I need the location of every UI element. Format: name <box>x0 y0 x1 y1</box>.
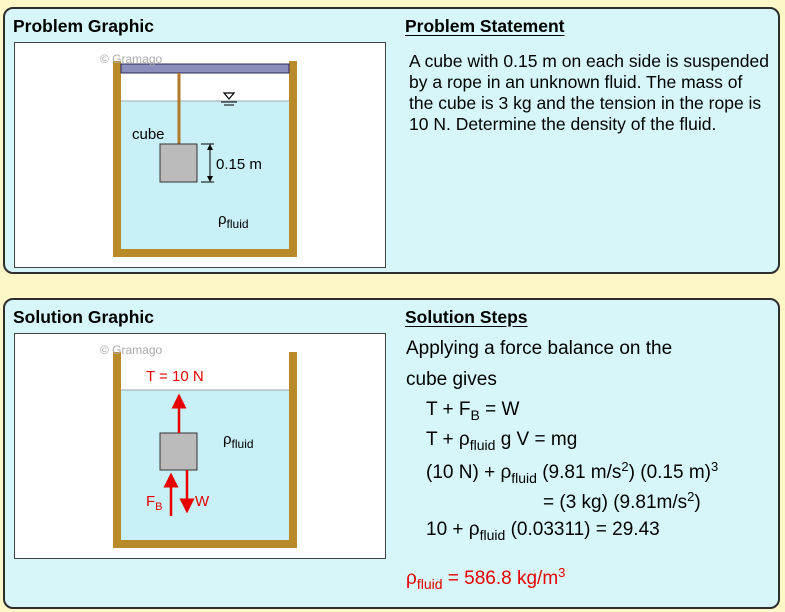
problem-statement: A cube with 0.15 m on each side is suspe… <box>409 51 769 134</box>
equation-1: T + FB = W <box>426 399 520 423</box>
cube <box>159 143 198 183</box>
problem-graphic: © Gramago cube 0.15 m ρfluid <box>14 42 386 268</box>
problem-diagram: © Gramago cube 0.15 m ρfluid <box>100 52 297 257</box>
solution-steps-title: Solution Steps <box>405 307 528 327</box>
weight-label: W <box>195 493 210 510</box>
result: ρfluid = 586.8 kg/m3 <box>406 565 566 592</box>
tension-label: T = 10 N <box>146 368 204 385</box>
equation-4: = (3 kg) (9.81m/s2) <box>543 489 701 513</box>
problem-panel: Problem Graphic Problem Statement <box>3 7 780 274</box>
equation-2: T + ρfluid g V = mg <box>426 429 578 453</box>
problem-statement-title: Problem Statement <box>405 16 565 36</box>
watermark: © Gramago <box>100 343 163 357</box>
free-surface-icon <box>222 92 236 100</box>
equation-5: 10 + ρfluid (0.03311) = 29.43 <box>426 519 660 543</box>
fluid <box>121 390 289 540</box>
steps-intro-1: Applying a force balance on the <box>406 338 673 359</box>
watermark: © Gramago <box>100 52 163 66</box>
free-body-diagram: © Gramago T = 10 N ρfluid FB W <box>100 343 297 548</box>
buoyancy-label: FB <box>146 493 163 513</box>
fluid <box>121 101 289 249</box>
problem-graphic-title: Problem Graphic <box>13 16 155 36</box>
steps-intro-2: cube gives <box>406 369 497 390</box>
equation-3: (10 N) + ρfluid (9.81 m/s2) (0.15 m)3 <box>426 459 719 486</box>
dimension-label: 0.15 m <box>216 156 262 173</box>
solution-graphic-title: Solution Graphic <box>13 307 154 327</box>
cube <box>159 432 198 471</box>
rho-fluid-label: ρfluid <box>218 211 249 231</box>
solution-graphic: © Gramago T = 10 N ρfluid FB W <box>14 333 386 559</box>
solution-panel: Solution Graphic Solution Steps © Gramag… <box>3 298 780 609</box>
support-beam <box>120 63 290 74</box>
cube-label: cube <box>132 126 165 143</box>
rho-fluid-label: ρfluid <box>223 431 254 451</box>
